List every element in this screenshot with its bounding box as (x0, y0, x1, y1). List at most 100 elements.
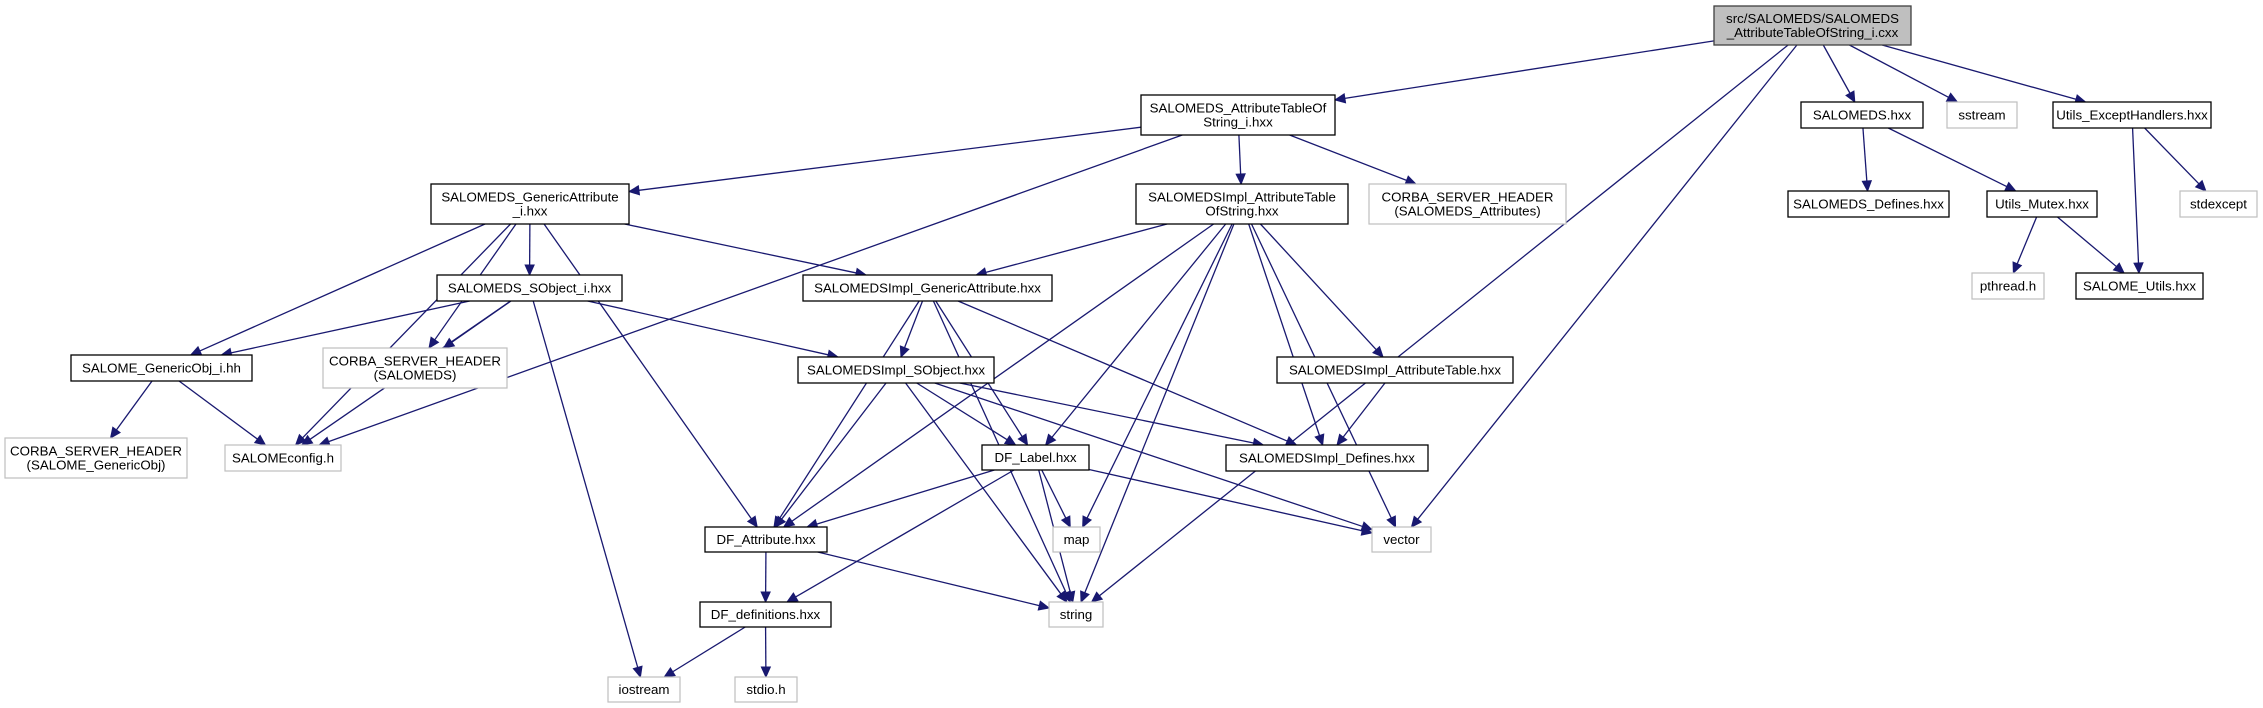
node-label: (SALOME_GenericObj) (27, 458, 166, 473)
arrowhead-icon (1060, 515, 1071, 529)
node-label: SALOMEDSImpl_AttributeTable (1148, 190, 1336, 205)
node-attr_tos_i[interactable]: SALOMEDS_AttributeTableOfString_i.hxx (1140, 94, 1336, 136)
edge-line (230, 300, 470, 354)
edge-line (624, 223, 857, 274)
node-label: SALOMEconfig.h (232, 451, 334, 466)
node-root[interactable]: src/SALOMEDS/SALOMEDS_AttributeTableOfSt… (1713, 5, 1912, 46)
node-label: DF_Label.hxx (994, 450, 1076, 465)
node-impl_attr_tos[interactable]: SALOMEDSImpl_AttributeTableOfString.hxx (1135, 183, 1349, 225)
node-df_label[interactable]: DF_Label.hxx (981, 444, 1090, 471)
node-label: stdio.h (746, 682, 785, 697)
node-box[interactable] (797, 356, 995, 384)
node-salomeds_hxx[interactable]: SALOMEDS.hxx (1800, 101, 1924, 129)
node-salome_utils[interactable]: SALOME_Utils.hxx (2075, 272, 2204, 300)
node-label: stdexcept (2190, 197, 2247, 212)
node-impl_attr_table[interactable]: SALOMEDSImpl_AttributeTable.hxx (1276, 356, 1514, 384)
edge-line (1086, 223, 1233, 519)
node-box (1946, 101, 2018, 129)
edge-impl_attr_tos-to-impl_attr_table (1259, 223, 1384, 358)
edge-line (672, 626, 746, 673)
edge-impl_attr_tos-to-map (1082, 223, 1233, 529)
node-sobject_i[interactable]: SALOMEDS_SObject_i.hxx (436, 274, 623, 302)
edge-attr_tos_i-to-impl_attr_tos (1235, 134, 1246, 186)
node-label: SALOMEDS_GenericAttribute (441, 190, 618, 205)
node-box (607, 676, 681, 703)
edge-line (1888, 127, 2008, 188)
node-df_definitions[interactable]: DF_definitions.hxx (699, 601, 832, 628)
node-generic_obj_i[interactable]: SALOME_GenericObj_i.hh (70, 354, 253, 382)
node-utils_except[interactable]: Utils_ExceptHandlers.hxx (2052, 101, 2212, 129)
node-df_attribute[interactable]: DF_Attribute.hxx (704, 526, 828, 553)
edge-line (1051, 223, 1227, 438)
edge-impl_attr_tos-to-string (1080, 223, 1235, 604)
edge-utils_except-to-salome_utils (2131, 127, 2144, 275)
node-pthread: pthread.h (1971, 272, 2045, 300)
arrowhead-icon (2194, 179, 2207, 192)
node-label: Utils_ExceptHandlers.hxx (2056, 108, 2208, 123)
node-label: CORBA_SERVER_HEADER (329, 354, 501, 369)
arrowhead-icon (2112, 262, 2125, 274)
edge-sobject_i-to-iostream (532, 300, 643, 679)
node-impl_defines[interactable]: SALOMEDSImpl_Defines.hxx (1225, 444, 1429, 472)
node-box[interactable] (802, 274, 1053, 302)
edge-line (2131, 127, 2140, 264)
node-box[interactable] (1276, 356, 1514, 384)
node-sstream: sstream (1946, 101, 2018, 129)
node-box[interactable] (1713, 5, 1912, 46)
node-impl_generic_attr[interactable]: SALOMEDSImpl_GenericAttribute.hxx (802, 274, 1053, 302)
edge-root-to-utils_except (1881, 44, 2087, 105)
node-generic_attr_i[interactable]: SALOMEDS_GenericAttribute_i.hxx (430, 183, 630, 225)
node-box[interactable] (1225, 444, 1429, 472)
arrowhead-icon (1333, 93, 1347, 104)
node-utils_mutex[interactable]: Utils_Mutex.hxx (1986, 190, 2098, 218)
edge-line (781, 382, 887, 520)
edge-df_definitions-to-iostream (663, 626, 746, 678)
node-string: string (1048, 601, 1104, 628)
node-stdexcept: stdexcept (2179, 190, 2258, 218)
node-label: String_i.hxx (1203, 115, 1273, 130)
edge-df_label-to-map (1041, 469, 1071, 529)
node-box[interactable] (1800, 101, 1924, 129)
node-box[interactable] (699, 601, 832, 628)
node-box[interactable] (2075, 272, 2204, 300)
node-box[interactable] (704, 526, 828, 553)
node-box[interactable] (1140, 94, 1336, 136)
edge-line (1041, 469, 1067, 519)
edge-generic_attr_i-to-salomeconfig (294, 223, 512, 446)
arrowhead-icon (1404, 175, 1418, 186)
node-box[interactable] (1986, 190, 2098, 218)
edge-df_attribute-to-df_definitions (760, 551, 771, 604)
arrowhead-icon (1044, 433, 1057, 446)
edge-line (1248, 223, 1321, 436)
edge-attr_tos_i-to-corba_attrs (1289, 134, 1418, 186)
arrowhead-icon (632, 665, 643, 679)
node-label: SALOMEDSImpl_AttributeTable.hxx (1289, 363, 1501, 378)
node-label: iostream (619, 682, 670, 697)
node-box[interactable] (430, 183, 630, 225)
edge-impl_attr_tos-to-impl_defines (1248, 223, 1325, 447)
node-box (4, 437, 188, 479)
node-impl_sobject[interactable]: SALOMEDSImpl_SObject.hxx (797, 356, 995, 384)
node-box[interactable] (436, 274, 623, 302)
edge-root-to-string (1090, 44, 1789, 603)
node-box[interactable] (981, 444, 1090, 471)
edge-line (1417, 44, 1798, 520)
node-salomeconfig: SALOMEconfig.h (224, 444, 342, 472)
edge-root-to-vector (1410, 44, 1798, 528)
edge-df_label-to-df_attribute (805, 469, 995, 529)
edge-line (817, 551, 1040, 607)
node-label: OfString.hxx (1205, 204, 1279, 219)
arrowhead-icon (1017, 433, 1029, 447)
node-box[interactable] (2052, 101, 2212, 129)
edge-line (1289, 134, 1407, 181)
node-box[interactable] (1135, 183, 1349, 225)
arrowhead-icon (899, 345, 910, 359)
node-label: sstream (1958, 108, 2005, 123)
edge-sobject_i-to-impl_sobject (587, 300, 840, 360)
arrowhead-icon (1372, 345, 1384, 358)
node-salomeds_defines[interactable]: SALOMEDS_Defines.hxx (1787, 190, 1950, 218)
node-box[interactable] (70, 354, 253, 382)
arrowhead-icon (2012, 261, 2023, 275)
node-box[interactable] (1787, 190, 1950, 218)
edge-line (1088, 468, 1363, 532)
